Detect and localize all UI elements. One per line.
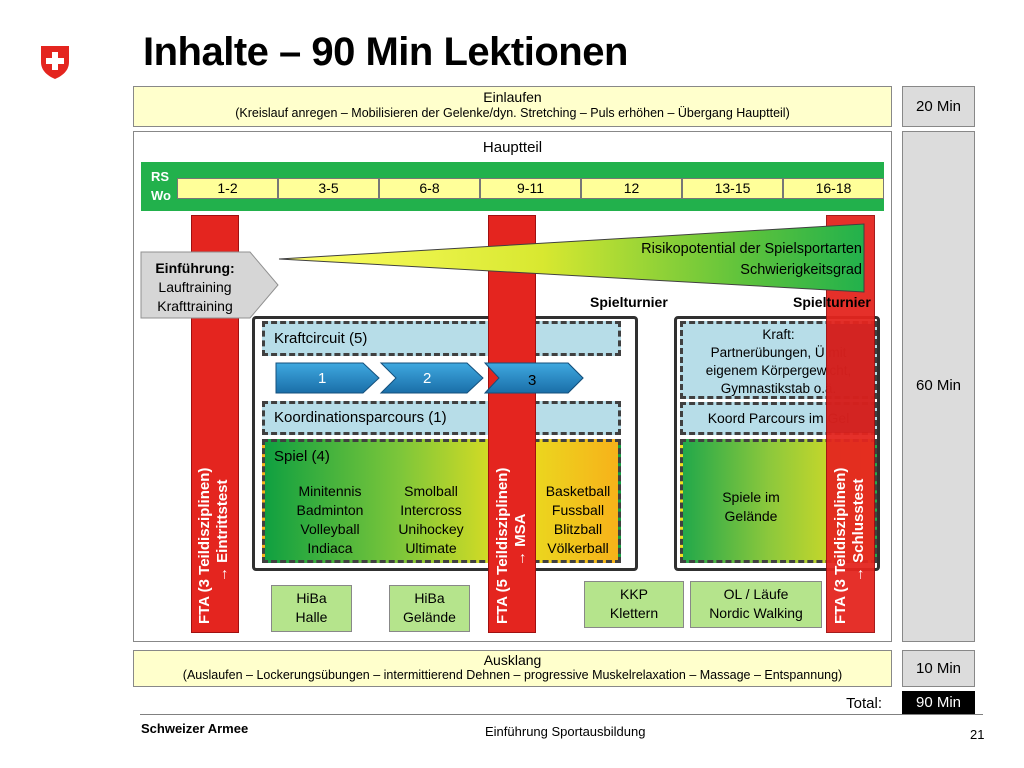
sport-item: Badminton <box>296 502 364 518</box>
fta-line: FTA (5 Teildisziplinen) <box>494 467 511 624</box>
ol-line: Nordic Walking <box>709 605 803 621</box>
ol-laeufe-box: OL / Läufe Nordic Walking <box>690 581 822 628</box>
fta-eintrittstest-label: FTA (3 Teildisziplinen) → Eintrittstest <box>196 468 232 624</box>
fta-line: FTA (3 Teildisziplinen) <box>196 467 213 624</box>
week-cell: 16-18 <box>783 178 884 199</box>
spiele-gelaende-line: Spiele im <box>722 489 780 505</box>
footer-divider <box>140 714 983 715</box>
fta-msa-label: FTA (5 Teildisziplinen) → MSA <box>494 468 530 624</box>
hiba-line: HiBa <box>414 590 445 606</box>
program-group-frame <box>252 316 638 571</box>
einlaufen-detail: (Kreislauf anregen – Mobilisieren der Ge… <box>235 106 790 120</box>
einfuehrung-title: Einführung: <box>155 260 235 276</box>
hiba-gelaende-box: HiBa Gelände <box>389 585 470 632</box>
kraft-line: Kraft: <box>762 327 795 342</box>
risk-label-2: Schwierigkeitsgrad <box>740 262 862 278</box>
sport-item: Smolball <box>404 483 458 499</box>
arrow-label-3: 3 <box>528 372 537 389</box>
spielturnier-label-1: Spielturnier <box>590 294 668 310</box>
rs-label: RS <box>151 169 170 184</box>
sport-item: Basketball <box>545 483 611 499</box>
gelaende-group-frame <box>674 316 880 571</box>
einfuehrung-line: Lauftraining <box>158 279 232 295</box>
kraft-line: Partnerübungen, Ü mit <box>710 345 847 360</box>
schlusstest-overlay <box>827 324 874 433</box>
kraftcircuit-label: Kraftcircuit (5) <box>274 330 368 347</box>
fta-line: → Eintrittstest <box>214 479 231 582</box>
sport-item: Unihockey <box>398 521 464 537</box>
week-cell: 9-11 <box>480 178 581 199</box>
spiel-column-3: Basketball Fussball Blitzball Völkerball <box>535 482 621 558</box>
spiel-box: Spiel (4) <box>262 439 621 563</box>
kraft-line: eigenem Körpergewicht, <box>705 363 852 378</box>
ausklang-box: Ausklang (Auslaufen – Lockerungsübungen … <box>133 650 892 687</box>
arrow-step-2 <box>379 362 484 394</box>
sport-item: Ultimate <box>405 540 457 556</box>
arrow-step-3-overlay <box>485 362 584 394</box>
einfuehrung-line: Krafttraining <box>157 298 233 314</box>
einfuehrung-arrow-shape <box>140 251 279 319</box>
einlaufen-heading: Einlaufen <box>483 89 542 105</box>
fta-schlusstest-label: FTA (3 Teildisziplinen) → Schlusstest <box>832 468 868 624</box>
total-value: 90 Min <box>902 691 975 715</box>
fta-msa-bar <box>488 215 536 633</box>
hiba-line: Gelände <box>403 609 456 625</box>
koordinationsparcours-label: Koordinationsparcours (1) <box>274 409 447 426</box>
fta-line: → MSA <box>512 513 529 567</box>
wo-label: Wo <box>151 188 171 203</box>
spiel-column-1: Minitennis Badminton Volleyball Indiaca <box>284 482 376 558</box>
ausklang-heading: Ausklang <box>483 652 542 668</box>
risk-label-1: Risikopotential der Spielsportarten <box>641 241 862 257</box>
total-label: Total: <box>846 695 882 712</box>
week-cell: 1-2 <box>177 178 278 199</box>
page-number: 21 <box>970 727 985 742</box>
arrow-label-2: 2 <box>423 370 432 387</box>
ausklang-detail: (Auslaufen – Lockerungsübungen – intermi… <box>182 668 843 682</box>
einlaufen-duration: 20 Min <box>902 86 975 127</box>
week-row: 1-2 3-5 6-8 9-11 12 13-15 16-18 <box>177 178 884 199</box>
spiel-heading: Spiel (4) <box>274 448 330 465</box>
footer-org: Schweizer Armee <box>141 721 249 736</box>
spiele-gelaende-line: Gelände <box>724 508 778 524</box>
kkp-line: Klettern <box>609 605 659 621</box>
kraft-line: Gymnastikstab o.ä. <box>720 381 837 396</box>
ausklang-duration: 10 Min <box>902 650 975 687</box>
week-cell: 6-8 <box>379 178 480 199</box>
footer-center-text: Einführung Sportausbildung <box>485 724 646 739</box>
einlaufen-box: Einlaufen (Kreislauf anregen – Mobilisie… <box>133 86 892 127</box>
week-cell: 12 <box>581 178 682 199</box>
spiel-column-2: Smolball Intercross Unihockey Ultimate <box>387 482 475 558</box>
sport-item: Blitzball <box>553 521 603 537</box>
sport-item: Volleyball <box>300 521 360 537</box>
page-title: Inhalte – 90 Min Lektionen <box>143 30 628 74</box>
fta-line: → Schlusstest <box>850 478 867 582</box>
hauptteil-heading: Hauptteil <box>482 139 543 156</box>
ol-line: OL / Läufe <box>723 586 789 602</box>
einfuehrung-text: Einführung: Lauftraining Krafttraining <box>142 259 248 316</box>
week-cell: 3-5 <box>278 178 379 199</box>
koordinationsparcours-box: Koordinationsparcours (1) <box>262 401 621 435</box>
swiss-cross-logo <box>39 44 71 80</box>
sport-item: Intercross <box>400 502 462 518</box>
kkp-klettern-box: KKP Klettern <box>584 581 684 628</box>
kkp-line: KKP <box>619 586 648 602</box>
sport-item: Indiaca <box>307 540 353 556</box>
hauptteil-duration: 60 Min <box>902 131 975 642</box>
spielturnier-label-2: Spielturnier <box>793 294 871 310</box>
week-cell: 13-15 <box>682 178 783 199</box>
arrow-step-1 <box>275 362 380 394</box>
sport-item: Völkerball <box>547 540 609 556</box>
risk-gradient-wedge <box>278 223 865 293</box>
sport-item: Minitennis <box>298 483 362 499</box>
koord-gelaende-label: Koord Parcours im Gel <box>707 410 850 426</box>
arrow-label-1: 1 <box>318 370 327 387</box>
fta-line: FTA (3 Teildisziplinen) <box>832 467 849 624</box>
sport-item: Fussball <box>551 502 605 518</box>
hiba-line: Halle <box>295 609 328 625</box>
hiba-line: HiBa <box>296 590 327 606</box>
kraftcircuit-box: Kraftcircuit (5) <box>262 321 621 356</box>
hiba-halle-box: HiBa Halle <box>271 585 352 632</box>
